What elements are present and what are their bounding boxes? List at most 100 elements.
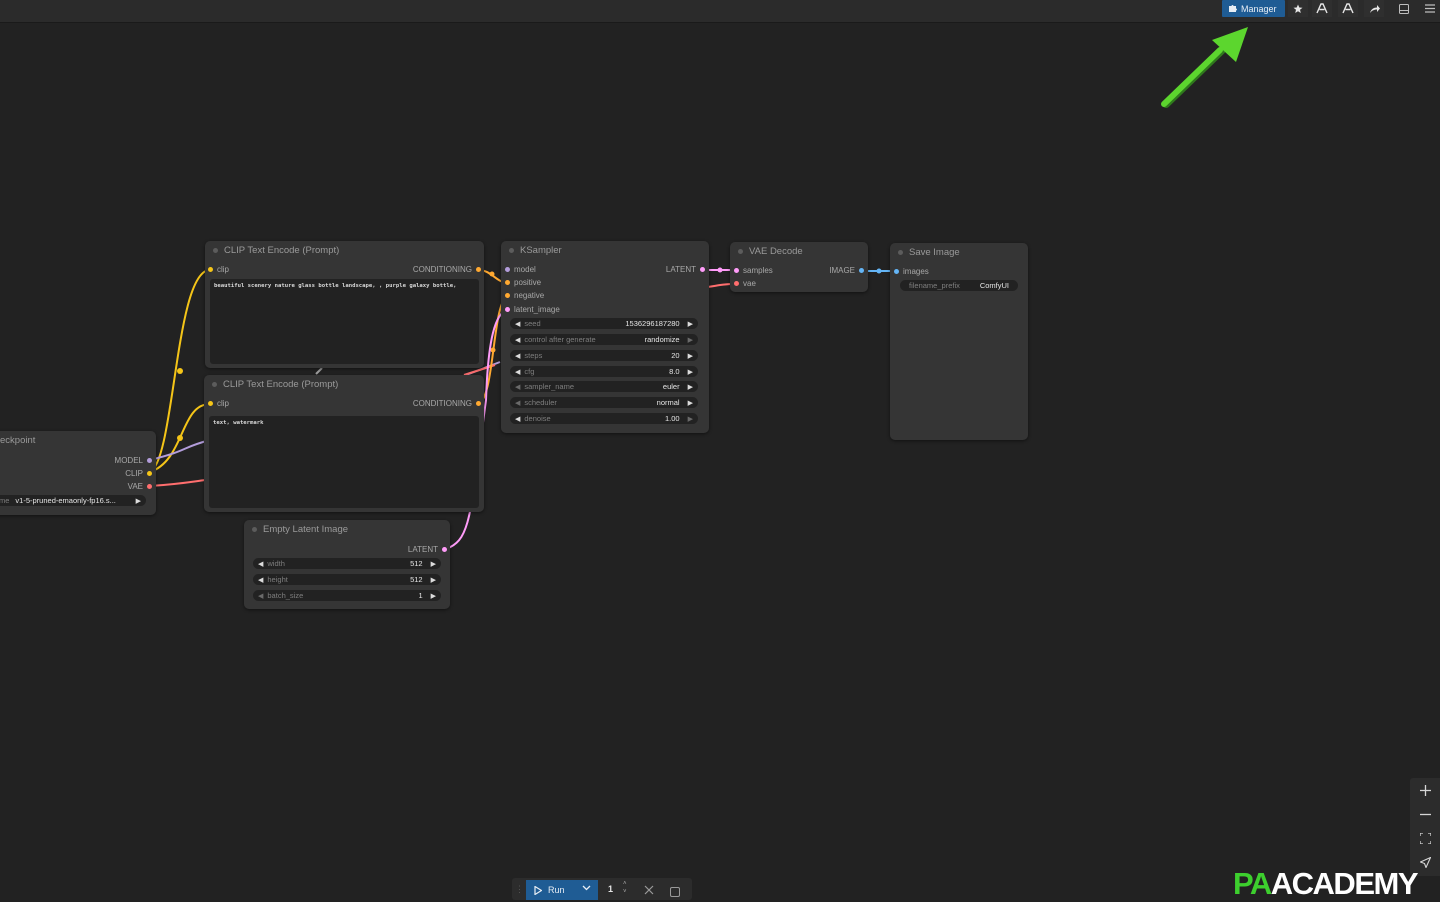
empty-latent-image-node[interactable]: Empty Latent Image LATENT ◀ width 512 ▶ … (244, 520, 450, 609)
queue-stepper[interactable]: ˄˅ (623, 881, 627, 895)
clip-text-encode-negative-node[interactable]: CLIP Text Encode (Prompt) clip CONDITION… (204, 375, 484, 512)
run-button[interactable]: Run (526, 880, 598, 900)
stop-icon[interactable] (670, 884, 680, 902)
clip-text-encode-positive-node[interactable]: CLIP Text Encode (Prompt) clip CONDITION… (205, 241, 484, 368)
zoom-out-icon[interactable] (1410, 803, 1440, 825)
collapse-dot[interactable] (898, 249, 903, 255)
arrow-left-icon[interactable]: ◀ (515, 336, 521, 344)
share-icon[interactable] (1364, 0, 1384, 17)
ksampler-node[interactable]: KSampler model positive negative latent_… (501, 241, 709, 433)
arrow-left-icon[interactable]: ◀ (258, 592, 264, 600)
arrow-right-icon[interactable]: ▶ (687, 399, 693, 407)
output-conditioning[interactable]: CONDITIONING (413, 265, 481, 274)
arrow-right-icon[interactable]: ▶ (687, 336, 693, 344)
zoom-in-icon[interactable] (1410, 779, 1440, 801)
height-widget[interactable]: ◀ height 512 ▶ (253, 574, 441, 585)
latent-pin[interactable] (505, 307, 510, 312)
chevron-down-icon[interactable] (582, 883, 591, 893)
conditioning-pin[interactable] (476, 401, 481, 406)
ckpt-name-widget[interactable]: me v1-5-pruned-emaonly-fp16.s... ▶ (0, 495, 146, 506)
arrow-right-icon[interactable]: ▶ (430, 592, 436, 600)
control-after-generate-widget[interactable]: ◀ control after generate randomize ▶ (510, 334, 698, 345)
scheduler-widget[interactable]: ◀ scheduler normal ▶ (510, 397, 698, 408)
person-a-icon[interactable] (1312, 0, 1332, 17)
output-clip[interactable]: CLIP (125, 469, 152, 478)
image-pin[interactable] (859, 268, 864, 273)
arrow-right-icon[interactable]: ▶ (430, 560, 436, 568)
clip-pin[interactable] (208, 267, 213, 272)
arrow-right-icon[interactable]: ▶ (430, 576, 436, 584)
person-b-icon[interactable] (1338, 0, 1358, 17)
panel-icon[interactable] (1394, 0, 1414, 17)
drag-handle-icon[interactable]: ⋮ (515, 884, 524, 894)
input-model[interactable]: model (505, 265, 536, 274)
arrow-left-icon[interactable]: ◀ (515, 383, 521, 391)
output-vae[interactable]: VAE (128, 482, 152, 491)
model-pin[interactable] (147, 458, 152, 463)
input-samples[interactable]: samples (734, 266, 773, 275)
arrow-left-icon[interactable]: ◀ (515, 399, 521, 407)
input-clip[interactable]: clip (208, 399, 229, 408)
input-negative[interactable]: negative (505, 291, 544, 300)
collapse-dot[interactable] (212, 381, 217, 387)
vae-pin[interactable] (147, 484, 152, 489)
collapse-dot[interactable] (213, 247, 218, 253)
input-positive[interactable]: positive (505, 278, 541, 287)
close-icon[interactable] (644, 882, 654, 900)
arrow-right-icon[interactable]: ▶ (687, 320, 693, 328)
menu-icon[interactable] (1420, 0, 1440, 17)
width-widget[interactable]: ◀ width 512 ▶ (253, 558, 441, 569)
collapse-dot[interactable] (509, 247, 514, 253)
arrow-left-icon[interactable]: ◀ (258, 576, 264, 584)
cfg-widget[interactable]: ◀ cfg 8.0 ▶ (510, 366, 698, 377)
latent-pin[interactable] (734, 268, 739, 273)
input-latent-image[interactable]: latent_image (505, 305, 560, 314)
load-checkpoint-node[interactable]: eckpoint MODEL CLIP VAE me v1-5-pruned-e… (0, 431, 156, 515)
conditioning-pin[interactable] (476, 267, 481, 272)
latent-pin[interactable] (442, 547, 447, 552)
arrow-left-icon[interactable]: ◀ (515, 368, 521, 376)
manager-button[interactable]: Manager (1222, 0, 1285, 17)
output-latent[interactable]: LATENT (666, 265, 705, 274)
latent-pin[interactable] (700, 267, 705, 272)
arrow-right-icon[interactable]: ▶ (135, 497, 141, 505)
arrow-left-icon[interactable]: ◀ (258, 560, 264, 568)
steps-widget[interactable]: ◀ steps 20 ▶ (510, 350, 698, 361)
arrow-right-icon[interactable]: ▶ (687, 415, 693, 423)
output-model[interactable]: MODEL (115, 456, 152, 465)
model-pin[interactable] (505, 267, 510, 272)
save-image-node[interactable]: Save Image images filename_prefix ComfyU… (890, 243, 1028, 440)
batch-size-widget[interactable]: ◀ batch_size 1 ▶ (253, 590, 441, 601)
vae-decode-node[interactable]: VAE Decode samples vae IMAGE (730, 242, 868, 292)
output-conditioning[interactable]: CONDITIONING (413, 399, 481, 408)
vae-pin[interactable] (734, 281, 739, 286)
output-latent[interactable]: LATENT (408, 545, 447, 554)
prompt-textarea[interactable]: text, watermark (209, 416, 479, 508)
denoise-widget[interactable]: ◀ denoise 1.00 ▶ (510, 413, 698, 424)
queue-count-input[interactable]: 1 (608, 884, 614, 894)
sampler-name-widget[interactable]: ◀ sampler_name euler ▶ (510, 381, 698, 392)
star-icon[interactable] (1288, 0, 1308, 17)
arrow-left-icon[interactable]: ◀ (515, 352, 521, 360)
input-vae[interactable]: vae (734, 279, 756, 288)
arrow-right-icon[interactable]: ▶ (687, 383, 693, 391)
output-image[interactable]: IMAGE (829, 266, 864, 275)
fit-view-icon[interactable] (1410, 827, 1440, 849)
clip-pin[interactable] (208, 401, 213, 406)
arrow-right-icon[interactable]: ▶ (687, 368, 693, 376)
conditioning-pin[interactable] (505, 280, 510, 285)
filename-prefix-widget[interactable]: filename_prefix ComfyUI (900, 280, 1018, 291)
collapse-dot[interactable] (252, 526, 257, 532)
arrow-left-icon[interactable]: ◀ (515, 320, 521, 328)
input-images[interactable]: images (894, 267, 929, 276)
navigate-icon[interactable] (1410, 851, 1440, 873)
arrow-right-icon[interactable]: ▶ (687, 352, 693, 360)
collapse-dot[interactable] (738, 248, 743, 254)
conditioning-pin[interactable] (505, 293, 510, 298)
arrow-left-icon[interactable]: ◀ (515, 415, 521, 423)
prompt-textarea[interactable]: beautiful scenery nature glass bottle la… (210, 279, 479, 364)
input-clip[interactable]: clip (208, 265, 229, 274)
seed-widget[interactable]: ◀ seed 1536296187280 ▶ (510, 318, 698, 329)
image-pin[interactable] (894, 269, 899, 274)
clip-pin[interactable] (147, 471, 152, 476)
